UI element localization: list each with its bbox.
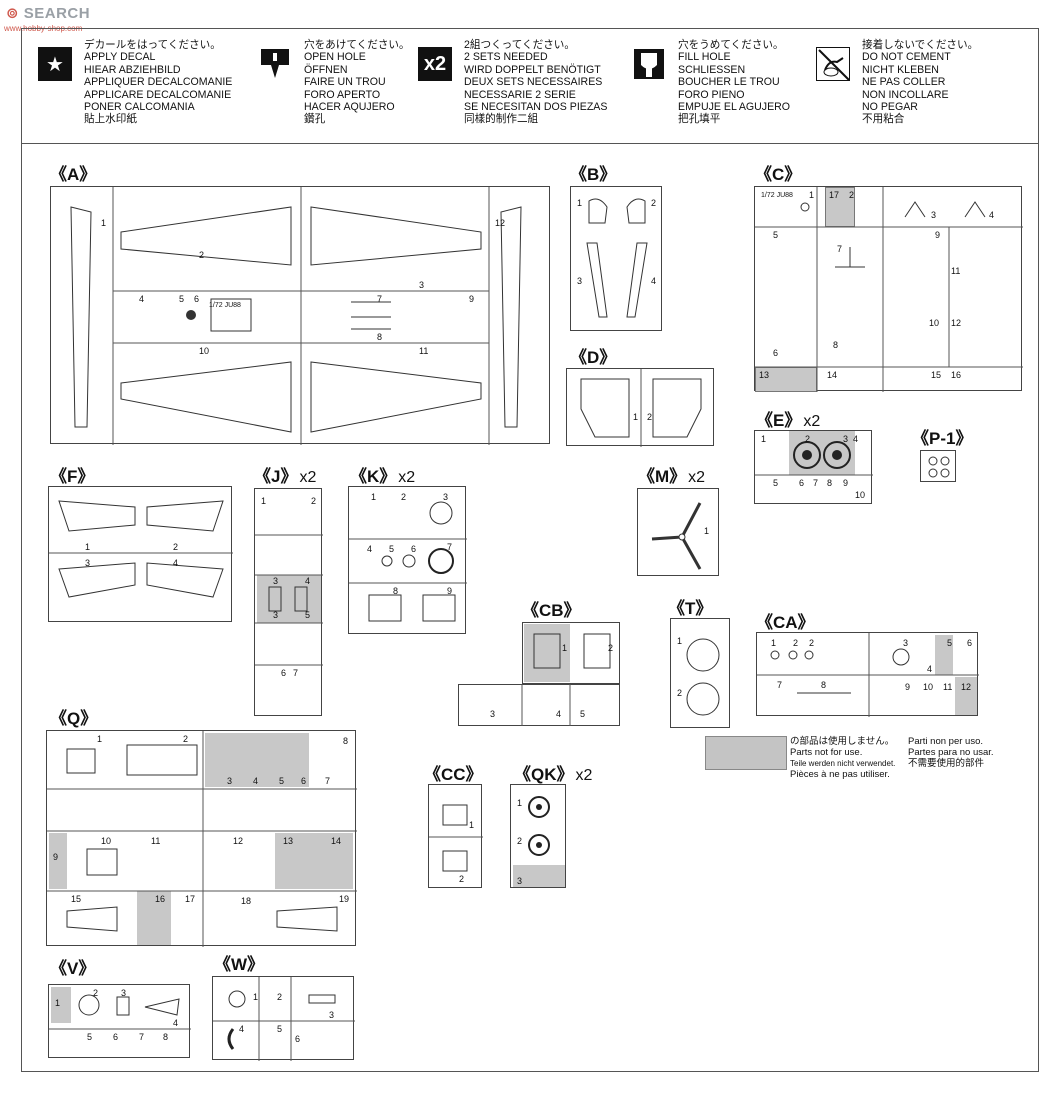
sprue-d: 1 2 [566,368,714,447]
parts-panel [21,144,1039,1072]
sprue-p1 [920,450,956,482]
sprue-label-k: 《K》x2 [350,467,416,486]
sprue-label-q: 《Q》 [50,709,98,728]
sprue-c: 1/72 JU88 1 2 3 4 5 6 7 8 9 10 11 12 13 … [754,186,1023,392]
sprue-label-b: 《B》 [570,165,617,184]
sprue-q: 1 2 3 4 5 6 7 8 9 10 11 12 13 14 15 16 1… [46,730,357,947]
fill-hole-icon [632,47,666,81]
star-icon: ★ [38,47,72,81]
sprue-k: 1 2 3 4 5 6 7 8 9 [348,486,467,634]
sprue-label-ca: 《CA》 [756,613,815,632]
sprue-w: 1 2 3 4 5 6 [212,976,355,1061]
watermark-brand: SEARCH [23,5,91,22]
sprue-label-v: 《V》 [50,959,96,978]
not-for-use-text-2: Parti non per uso.Partes para no usar.不需… [908,736,994,769]
sprue-v: 1 2 3 4 5 6 7 8 [48,984,191,1058]
sprue-label-qk: 《QK》x2 [514,765,593,784]
sprue-label-j: 《J》x2 [254,467,317,486]
sprue-cc: 1 2 [428,784,483,888]
sprue-label-a: 《A》 [50,165,97,184]
sprue-b: 1 2 3 4 [570,186,662,331]
sprue-label-f: 《F》 [50,467,95,486]
sprue-label-cb: 《CB》 [522,601,581,620]
sprue-j: 1 2 3 4 3 5 6 7 [254,488,323,716]
sprue-label-e: 《E》x2 [756,411,821,430]
sprue-m: 1 [637,488,719,576]
sprue-ca: 1 2 2 3 4 5 6 7 8 9 10 11 12 [756,632,979,717]
sprue-label-w: 《W》 [214,955,265,974]
sprue-a: 1 2 3 4 5 6 7 8 9 10 11 12 1/72 JU88 [50,186,550,445]
sprue-label-m: 《M》x2 [638,467,706,486]
not-for-use-text-1: の部品は使用しません。Parts not for use.Teile werde… [790,736,896,780]
sprue-cb: 1 2 3 4 5 [458,622,620,726]
sprue-f: 1 2 3 4 [48,486,233,622]
no-cement-icon [816,47,850,81]
drill-hole-icon [258,47,292,81]
sprue-a-drawing [70,187,522,445]
not-for-use-swatch [705,736,787,770]
sprue-t: 1 2 [670,618,730,728]
sprue-e: 1 2 3 4 5 6 7 8 9 10 [754,430,873,504]
watermark-logo: ⊚ SEARCH [6,5,91,22]
sprue-label-t: 《T》 [668,599,713,618]
sprue-label-p1: 《P-1》 [912,429,973,448]
x2-icon: x2 [418,47,452,81]
sprue-qk: 1 2 3 [510,784,566,888]
sprue-label-c: 《C》 [755,165,802,184]
sprue-label-d: 《D》 [570,348,617,367]
sprue-label-cc: 《CC》 [424,765,483,784]
